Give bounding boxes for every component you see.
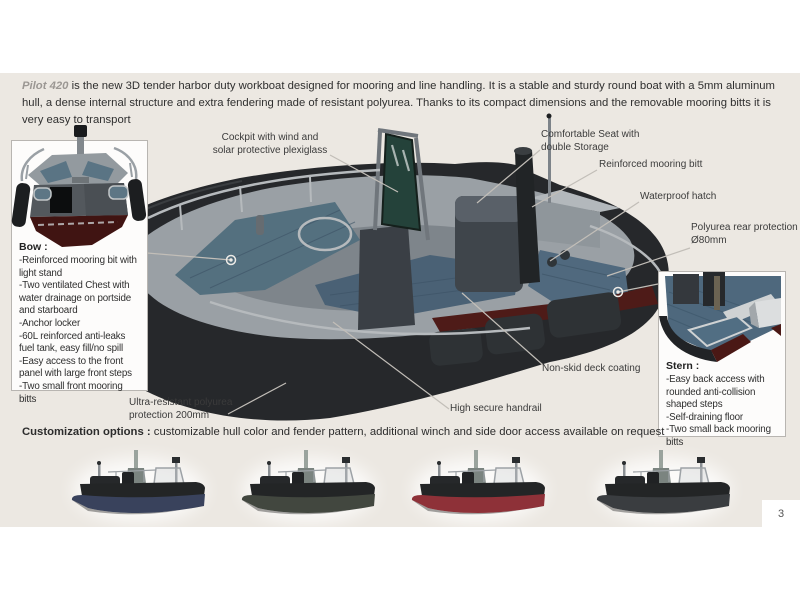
variant-mast-aft bbox=[700, 462, 703, 486]
variant-hull bbox=[596, 494, 730, 513]
variant-windscreen bbox=[493, 467, 525, 485]
list-item: -Two small back mooring bitts bbox=[666, 424, 771, 448]
hull-stringer bbox=[37, 221, 119, 226]
variant-center-mast bbox=[304, 450, 308, 480]
variant-center-mast bbox=[659, 450, 663, 480]
bow-panel-title: Bow : bbox=[19, 241, 48, 253]
variant-mast-fore bbox=[623, 464, 626, 486]
variant-light-fore bbox=[437, 461, 441, 465]
callout-non-skid: Non-skid deck coating bbox=[542, 363, 641, 374]
list-item: -Two ventilated Chest with water drainag… bbox=[19, 280, 132, 317]
variant-mast-fore bbox=[98, 464, 101, 486]
variant-fender-band bbox=[80, 482, 205, 500]
page-number: 3 bbox=[762, 500, 800, 527]
variant-light-aft bbox=[342, 457, 350, 463]
variant-fender-band bbox=[250, 482, 375, 500]
stern-hull-red bbox=[711, 334, 751, 362]
variant-hull bbox=[71, 494, 206, 513]
callout-hatch: Waterproof hatch bbox=[640, 191, 717, 202]
callout-handrail: High secure handrail bbox=[450, 403, 542, 414]
intro-text: is the new 3D tender harbor duty workboa… bbox=[22, 80, 775, 126]
variant-windscreen bbox=[678, 467, 710, 485]
list-item: -Easy access to the front panel with lar… bbox=[19, 355, 132, 380]
stern-inset-image bbox=[659, 272, 781, 362]
list-item: -60L reinforced anti-leaks fuel tank, ea… bbox=[19, 330, 126, 355]
customization-label: Customization options : bbox=[22, 426, 151, 438]
side-fender-left bbox=[11, 183, 31, 227]
stern-inset-panel: Stern : -Easy back access with rounded a… bbox=[658, 271, 786, 448]
step-block bbox=[755, 298, 781, 328]
variant-mast-fore bbox=[268, 464, 271, 486]
list-item: -Self-draining floor bbox=[666, 411, 744, 423]
variant-hull bbox=[411, 494, 545, 513]
variant-boat-red bbox=[411, 450, 545, 515]
variant-mast-aft bbox=[345, 462, 348, 486]
customization-text: customizable hull color and fender patte… bbox=[150, 426, 665, 438]
list-item: -Reinforced mooring bit with light stand bbox=[19, 255, 137, 279]
customization-line: Customization options : customizable hul… bbox=[22, 426, 664, 438]
side-fender-right bbox=[127, 179, 147, 221]
stern-panel-list: -Easy back access with rounded anti-coll… bbox=[666, 374, 780, 450]
variant-light-aft bbox=[172, 457, 180, 463]
variant-fender-band bbox=[420, 482, 545, 500]
stern-hull-red-right bbox=[771, 324, 781, 336]
stern-console-back bbox=[673, 274, 699, 304]
bow-nonskid-right bbox=[82, 161, 114, 181]
list-item: -Anchor locker bbox=[19, 317, 81, 329]
mast-base bbox=[72, 177, 89, 183]
lower-step bbox=[686, 314, 753, 348]
callout-seat: Comfortable Seat with double Storage bbox=[541, 129, 640, 153]
variant-light-fore bbox=[267, 461, 271, 465]
bow-panel-text: Bow : -Reinforced mooring bit with light… bbox=[19, 241, 142, 406]
anchor-locker-opening bbox=[50, 187, 72, 213]
variant-fender-band bbox=[605, 482, 730, 500]
variant-light-aft bbox=[697, 457, 705, 463]
variant-light-fore bbox=[622, 461, 626, 465]
ventilated-chest-left bbox=[33, 187, 52, 201]
variant-windscreen bbox=[323, 467, 355, 485]
variant-windscreen bbox=[153, 467, 185, 485]
stern-panel-title: Stern : bbox=[666, 360, 700, 372]
variant-mast-fore bbox=[438, 464, 441, 486]
variant-center-mast bbox=[474, 450, 478, 480]
variant-mast-aft bbox=[515, 462, 518, 486]
variant-center-mast bbox=[134, 450, 138, 480]
bow-rails bbox=[20, 146, 138, 182]
variant-boat-olive bbox=[241, 450, 375, 515]
step-block-side bbox=[749, 302, 759, 328]
bow-panel-list: -Reinforced mooring bit with light stand… bbox=[19, 255, 142, 406]
variant-boat-dark bbox=[596, 450, 730, 515]
callout-mooring-bitt: Reinforced mooring bitt bbox=[599, 159, 703, 170]
variant-light-fore bbox=[97, 461, 101, 465]
callout-cockpit: Cockpit with wind and solar protective p… bbox=[212, 132, 328, 156]
product-name: Pilot 420 bbox=[22, 80, 69, 92]
intro-paragraph: Pilot 420 is the new 3D tender harbor du… bbox=[22, 78, 782, 129]
variant-light-aft bbox=[512, 457, 520, 463]
variant-boat-navy bbox=[71, 450, 206, 515]
bow-inset-panel: Bow : -Reinforced mooring bit with light… bbox=[11, 125, 148, 405]
list-item: -Easy back access with rounded anti-coll… bbox=[666, 374, 765, 411]
callout-rear-protection: Polyurea rear protection Ø80mm bbox=[691, 222, 798, 246]
callout-polyurea: Ultra-resistant polyurea protection 200m… bbox=[129, 397, 233, 421]
bow-nav-light bbox=[74, 125, 87, 137]
variant-hull bbox=[241, 494, 375, 513]
stern-pole bbox=[714, 276, 720, 310]
stern-fender-arc bbox=[659, 316, 717, 362]
ventilated-chest-right bbox=[108, 185, 129, 200]
bow-inset-image bbox=[11, 125, 147, 247]
stern-panel-text: Stern : -Easy back access with rounded a… bbox=[666, 360, 780, 450]
variant-mast-aft bbox=[175, 462, 178, 486]
bow-nonskid-left bbox=[40, 161, 72, 183]
list-item: -Two small front mooring bitts bbox=[19, 380, 123, 405]
